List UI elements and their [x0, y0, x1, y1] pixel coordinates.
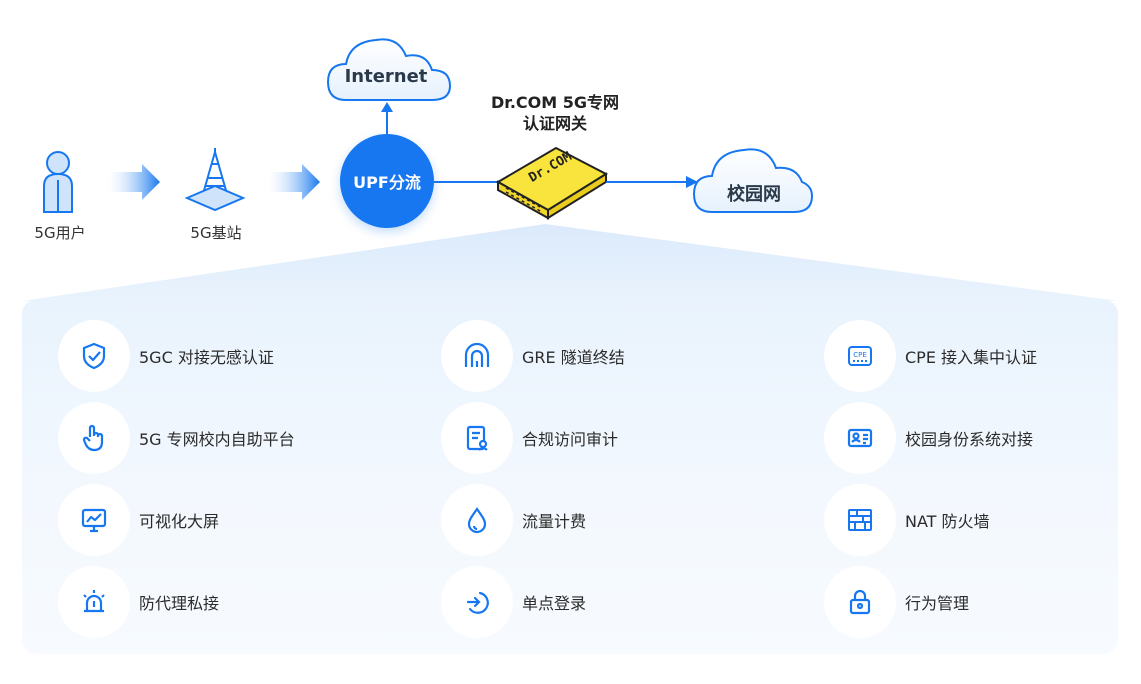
campus-label: 校园网	[727, 184, 781, 205]
lock-icon	[824, 566, 896, 638]
id-card-icon	[824, 402, 896, 474]
water-drop-icon	[441, 484, 513, 556]
feature-label: 合规访问审计	[522, 430, 619, 449]
cpe-device-icon: CPE	[824, 320, 896, 392]
upf-internet-arrowhead	[381, 102, 393, 112]
feature-item: 5GC 对接无感认证	[58, 320, 274, 392]
base-station-icon	[184, 148, 246, 212]
monitor-chart-icon	[58, 484, 130, 556]
campus-cloud	[692, 148, 814, 213]
gateway-title: Dr.COM 5G专网 认证网关	[470, 92, 640, 134]
feature-label: 流量计费	[522, 512, 587, 531]
gateway-title-line1: Dr.COM 5G专网	[490, 93, 620, 112]
feature-label: 可视化大屏	[139, 512, 220, 531]
panel-roof	[22, 224, 1118, 301]
login-icon	[441, 566, 513, 638]
feature-label: GRE 隧道终结	[522, 348, 625, 367]
feature-item: NAT 防火墙	[824, 484, 990, 556]
gateway-device	[495, 146, 609, 220]
feature-label: NAT 防火墙	[905, 512, 990, 531]
feature-item: 行为管理	[824, 566, 969, 638]
hand-pointer-icon	[58, 402, 130, 474]
firewall-icon	[824, 484, 896, 556]
user-icon	[43, 151, 73, 213]
feature-label: 5G 专网校内自助平台	[139, 430, 295, 449]
internet-cloud	[326, 38, 452, 101]
feature-label: CPE 接入集中认证	[905, 348, 1038, 367]
feature-item: 合规访问审计	[441, 402, 618, 474]
features-panel	[22, 300, 1118, 654]
feature-item: 流量计费	[441, 484, 586, 556]
feature-label: 单点登录	[522, 594, 587, 613]
feature-item: CPE CPE 接入集中认证	[824, 320, 1037, 392]
upf-label: UPF分流	[353, 173, 421, 192]
feature-item: 可视化大屏	[58, 484, 219, 556]
flow-arrow-2	[268, 164, 320, 200]
station-label: 5G基站	[190, 224, 242, 242]
feature-label: 防代理私接	[139, 594, 220, 613]
alarm-light-icon	[58, 566, 130, 638]
feature-label: 行为管理	[905, 594, 970, 613]
feature-item: 单点登录	[441, 566, 586, 638]
upf-node: UPF分流	[340, 134, 434, 228]
shield-check-icon	[58, 320, 130, 392]
flow-arrow-1	[108, 164, 160, 200]
svg-text:CPE: CPE	[853, 351, 867, 359]
internet-label: Internet	[344, 66, 428, 87]
gateway-title-line2: 认证网关	[522, 114, 587, 133]
feature-item: 防代理私接	[58, 566, 219, 638]
gateway-campus-arrowhead	[686, 176, 698, 188]
user-label: 5G用户	[34, 224, 86, 242]
feature-label: 校园身份系统对接	[905, 430, 1034, 449]
feature-label: 5GC 对接无感认证	[139, 348, 274, 367]
tunnel-icon	[441, 320, 513, 392]
feature-item: GRE 隧道终结	[441, 320, 625, 392]
audit-document-icon	[441, 402, 513, 474]
feature-item: 校园身份系统对接	[824, 402, 1033, 474]
feature-item: 5G 专网校内自助平台	[58, 402, 295, 474]
